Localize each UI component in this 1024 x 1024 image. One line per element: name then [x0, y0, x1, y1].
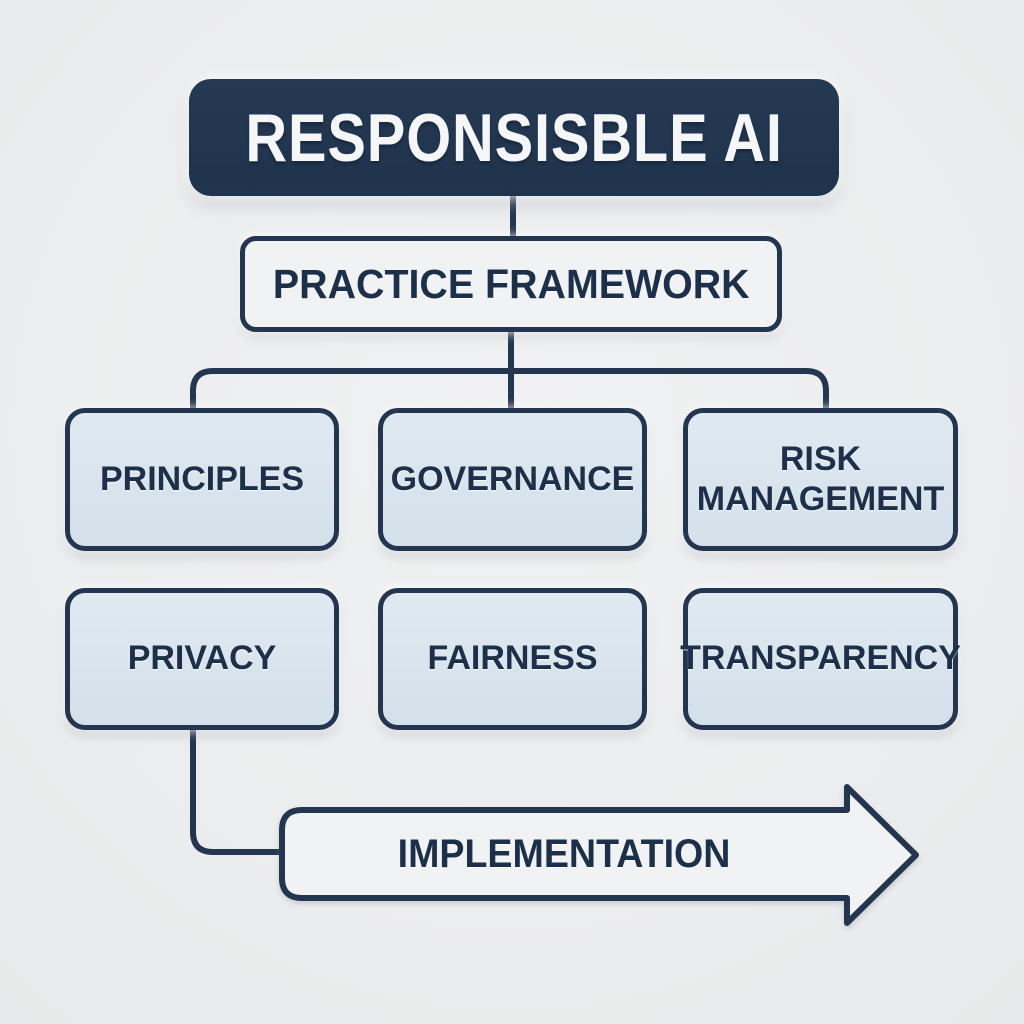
- title-box: RESPONSISBLE AI: [189, 79, 839, 196]
- governance-box: GOVERNANCE: [378, 408, 647, 551]
- connector-branch-line: [190, 368, 829, 412]
- principles-box: PRINCIPLES: [65, 408, 339, 551]
- risk-management-label: RISK MANAGEMENT: [696, 440, 945, 518]
- privacy-label: PRIVACY: [127, 639, 277, 678]
- fairness-box: FAIRNESS: [378, 588, 647, 730]
- transparency-label: TRANSPARENCY: [680, 639, 961, 678]
- principles-label: PRINCIPLES: [99, 459, 305, 498]
- connector-privacy-to-implementation: [190, 727, 284, 855]
- title-text: RESPONSISBLE AI: [245, 99, 783, 176]
- framework-box: PRACTICE FRAMEWORK: [240, 236, 782, 332]
- governance-label: GOVERNANCE: [390, 459, 635, 498]
- transparency-box: TRANSPARENCY: [680, 588, 961, 730]
- implementation-arrow: [279, 784, 919, 926]
- implementation-label: IMPLEMENTATION: [398, 831, 731, 876]
- privacy-box: PRIVACY: [65, 588, 339, 730]
- risk-management-box: RISK MANAGEMENT: [683, 408, 958, 551]
- fairness-label: FAIRNESS: [427, 639, 598, 678]
- implementation-label-container: IMPLEMENTATION: [282, 810, 847, 898]
- framework-label: PRACTICE FRAMEWORK: [272, 260, 750, 307]
